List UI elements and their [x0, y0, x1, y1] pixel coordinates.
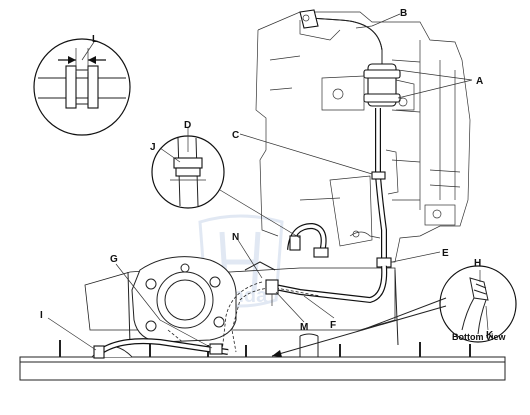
callout-labels: A B C D E F G H I J K L M N [40, 8, 494, 341]
inset-caption-bottom-view: Bottom view [452, 332, 507, 342]
callout-C: C [232, 130, 239, 141]
callout-L: L [92, 34, 98, 45]
callout-leaders [47, 13, 489, 351]
connector-M [265, 279, 279, 306]
callout-N: N [232, 232, 239, 243]
intake-manifold-housing [84, 256, 399, 346]
callout-M: M [300, 322, 308, 333]
inset-detail-H: Bottom view [439, 265, 517, 343]
callout-D: D [184, 120, 191, 131]
callout-G: G [110, 254, 118, 265]
engine-block-outline [255, 11, 471, 263]
callout-B: B [400, 8, 407, 19]
callout-E: E [442, 248, 449, 259]
vacuum-hose-J [287, 222, 381, 258]
inset-H-leaders [271, 297, 447, 357]
callout-J: J [150, 142, 156, 153]
callout-K: K [486, 330, 494, 341]
vacuum-hose-main [269, 9, 415, 304]
hidden-hose-routes [167, 281, 321, 353]
callout-A: A [476, 76, 483, 87]
inset-detail-D [151, 135, 301, 239]
bottom-manifold-rail [19, 333, 506, 381]
callout-I: I [40, 310, 43, 321]
vacuum-hose-I [93, 338, 229, 359]
callout-F: F [330, 320, 336, 331]
inset-detail-L [33, 38, 131, 136]
callout-H: H [474, 258, 481, 269]
